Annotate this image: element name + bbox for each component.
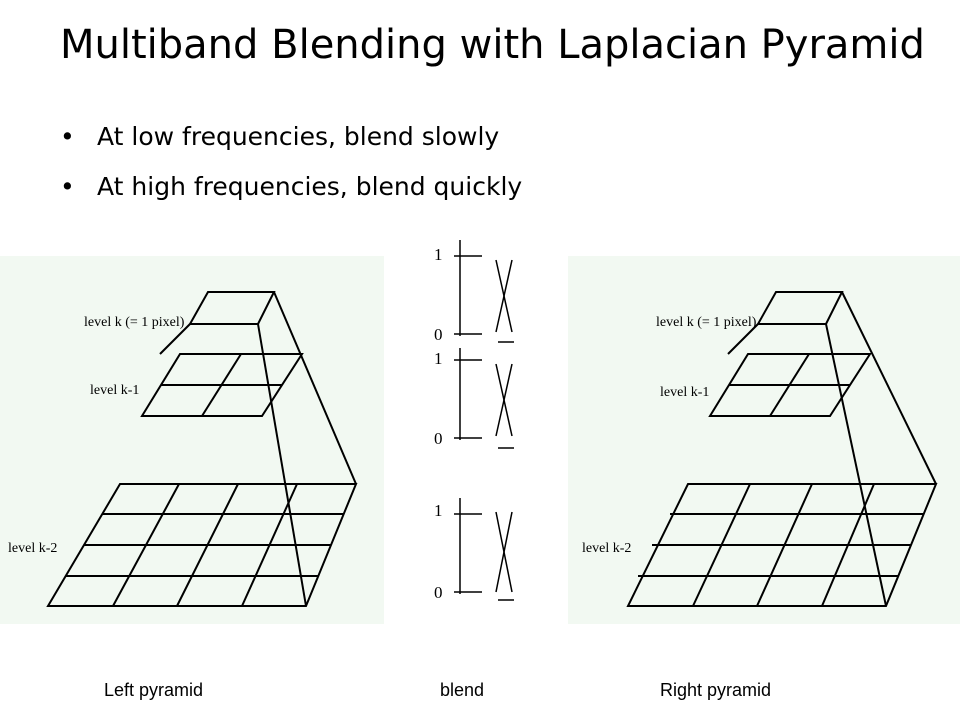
right-pyramid-figure: level k (= 1 pixel) level k-1 level k-2 xyxy=(568,256,960,624)
blend-diagram: 1 0 1 0 1 0 xyxy=(434,240,514,602)
left-pyramid-figure: level k (= 1 pixel) level k-1 level k-2 xyxy=(0,256,384,624)
left-pyramid-caption: Left pyramid xyxy=(104,680,204,700)
bullet-item: • At high frequencies, blend quickly xyxy=(60,162,522,212)
level-k-label: level k (= 1 pixel) xyxy=(656,315,757,330)
blend-tick-bottom-1: 0 xyxy=(434,325,443,344)
left-pyramid-drawing: level k (= 1 pixel) level k-1 level k-2 xyxy=(8,291,358,607)
bullet-item: • At low frequencies, blend slowly xyxy=(60,112,522,162)
level-k2-label: level k-2 xyxy=(582,541,631,556)
blend-caption: blend xyxy=(440,680,485,700)
level-k1-label: level k-1 xyxy=(90,383,139,398)
bullet-glyph: • xyxy=(60,172,75,201)
blend-tick-top-1: 1 xyxy=(434,245,443,264)
bullet-text: At high frequencies, blend quickly xyxy=(97,172,523,201)
level-k2-label: level k-2 xyxy=(8,541,57,556)
bullet-list: • At low frequencies, blend slowly • At hi… xyxy=(60,112,522,212)
level-k-label: level k (= 1 pixel) xyxy=(84,315,185,330)
blend-tick-bottom-3: 0 xyxy=(434,583,443,602)
blend-tick-top-2: 1 xyxy=(434,349,443,368)
blend-tick-bottom-2: 0 xyxy=(434,429,443,448)
slide-title: Multiband Blending with Laplacian Pyrami… xyxy=(60,22,925,68)
right-pyramid-caption: Right pyramid xyxy=(660,680,772,700)
right-pyramid-drawing: level k (= 1 pixel) level k-1 level k-2 xyxy=(582,291,938,607)
bullet-glyph: • xyxy=(60,122,75,151)
level-k1-label: level k-1 xyxy=(660,385,709,400)
blend-tick-top-3: 1 xyxy=(434,501,443,520)
bullet-text: At low frequencies, blend slowly xyxy=(97,122,500,151)
